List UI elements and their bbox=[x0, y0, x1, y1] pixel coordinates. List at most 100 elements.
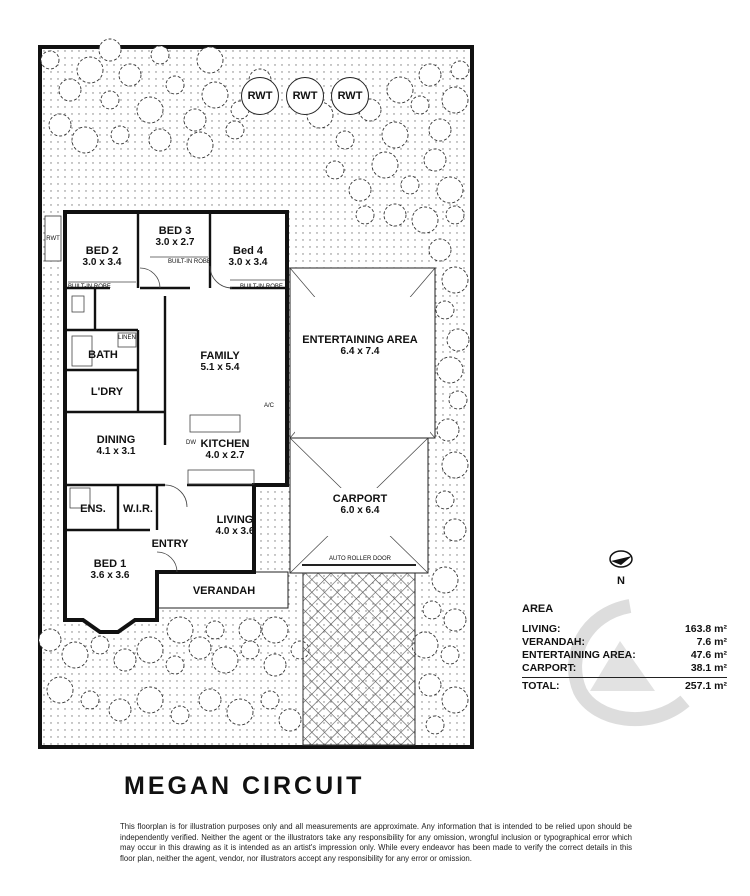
garden-shrub bbox=[188, 636, 212, 660]
area-title: AREA bbox=[522, 603, 554, 615]
garden-shrub bbox=[90, 635, 110, 655]
garden-shrub bbox=[205, 620, 225, 640]
area-row: CARPORT: 38.1 m² bbox=[522, 662, 727, 675]
site-boundary bbox=[38, 45, 474, 749]
garden-shrub bbox=[40, 50, 60, 70]
area-row-value: 38.1 m² bbox=[690, 662, 727, 674]
area-row-label: CARPORT: bbox=[522, 662, 577, 674]
garden-shrub bbox=[226, 698, 254, 726]
garden-shrub bbox=[428, 118, 452, 142]
internal-walls bbox=[65, 212, 287, 532]
room-entry: ENTRY bbox=[151, 538, 189, 550]
garden-shrub bbox=[448, 390, 468, 410]
garden-shrub bbox=[58, 78, 82, 102]
garden-shrub bbox=[410, 95, 430, 115]
bed3-robe-label: BUILT-IN ROBE bbox=[168, 259, 211, 265]
room-verandah: VERANDAH bbox=[192, 585, 256, 597]
north-label: N bbox=[617, 575, 625, 587]
garden-shrub bbox=[446, 328, 470, 352]
garden-shrub bbox=[61, 641, 89, 669]
garden-shrub bbox=[240, 640, 260, 660]
garden-shrub bbox=[196, 46, 224, 74]
garden-shrub bbox=[441, 686, 469, 714]
garden-shrub bbox=[386, 76, 414, 104]
garden-shrub bbox=[71, 126, 99, 154]
garden-shrub bbox=[436, 176, 464, 204]
garden-shrub bbox=[211, 646, 239, 674]
garden-shrub bbox=[425, 715, 445, 735]
garden-shrub bbox=[335, 130, 355, 150]
disclaimer-text: This floorplan is for illustration purpo… bbox=[120, 822, 632, 863]
garden-shrub bbox=[325, 160, 345, 180]
garden-shrub bbox=[198, 688, 222, 712]
garden-shrub bbox=[441, 451, 469, 479]
garden-shrub bbox=[148, 128, 172, 152]
north-arrow-icon bbox=[609, 550, 633, 568]
garden-shrub bbox=[150, 45, 170, 65]
garden-shrub bbox=[443, 518, 467, 542]
garden-shrub bbox=[418, 673, 442, 697]
area-row-value: 163.8 m² bbox=[684, 623, 727, 635]
area-row-value: 7.6 m² bbox=[696, 636, 727, 648]
garden-shrub bbox=[418, 63, 442, 87]
garden-trees bbox=[38, 38, 470, 735]
garden-shrub bbox=[435, 300, 455, 320]
rainwater-tank-3: RWT bbox=[331, 77, 369, 115]
garden-shrub bbox=[435, 490, 455, 510]
bed2-robe-label: BUILT-IN ROBE bbox=[68, 284, 111, 290]
rainwater-tank-1: RWT bbox=[241, 77, 279, 115]
room-bath: BATH bbox=[88, 349, 118, 361]
garden-shrub bbox=[170, 705, 190, 725]
room-laundry: L'DRY bbox=[90, 386, 124, 398]
garden-shrub bbox=[400, 175, 420, 195]
garden-shrub bbox=[422, 600, 442, 620]
driveway-paving bbox=[302, 572, 416, 746]
garden-shrub bbox=[431, 566, 459, 594]
garden-shrub bbox=[371, 151, 399, 179]
property-title: MEGAN CIRCUIT bbox=[124, 772, 365, 800]
house-walls bbox=[63, 210, 289, 634]
garden-shrub bbox=[118, 63, 142, 87]
area-row-label: ENTERTAINING AREA: bbox=[522, 649, 636, 661]
garden-shrub bbox=[46, 676, 74, 704]
garden-shrub bbox=[441, 86, 469, 114]
garden-shrub bbox=[80, 690, 100, 710]
rainwater-tank-2: RWT bbox=[286, 77, 324, 115]
garden-shrub bbox=[445, 205, 465, 225]
garden-shrub bbox=[76, 56, 104, 84]
watermark-logo bbox=[568, 599, 690, 727]
area-row: LIVING:163.8 m² bbox=[522, 623, 727, 636]
garden-shrub bbox=[348, 178, 372, 202]
fixtures-lines bbox=[68, 256, 285, 573]
north-arrow: N bbox=[603, 548, 639, 587]
garden-shrub bbox=[201, 81, 229, 109]
garden-shrub bbox=[436, 356, 464, 384]
garden-shrub bbox=[165, 655, 185, 675]
area-total-value: 257.1 m² bbox=[684, 680, 727, 692]
garden-shrub bbox=[100, 90, 120, 110]
area-row-value: 47.6 m² bbox=[690, 649, 727, 661]
garden-shrub bbox=[263, 653, 287, 677]
area-row: VERANDAH: 7.6 m² bbox=[522, 636, 727, 649]
garden-shrub bbox=[183, 108, 207, 132]
roller-door-label: AUTO ROLLER DOOR bbox=[329, 556, 391, 562]
garden-shrub bbox=[166, 616, 194, 644]
side-tank-label: RWT bbox=[46, 236, 60, 242]
garden-shrub bbox=[48, 113, 72, 137]
bed4-robe-label: BUILT-IN ROBE bbox=[240, 284, 283, 290]
garden-shrub bbox=[110, 125, 130, 145]
linen-label: LINEN bbox=[118, 335, 136, 341]
area-row-label: VERANDAH: bbox=[522, 636, 585, 648]
garden-shrub bbox=[165, 75, 185, 95]
